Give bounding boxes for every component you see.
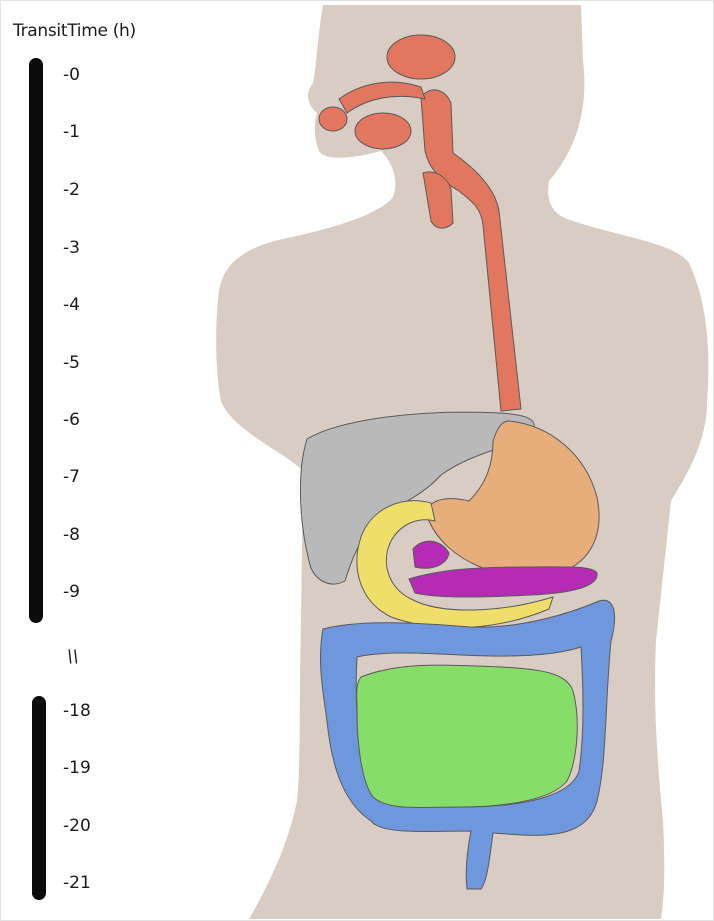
- salivary-gland: [355, 113, 411, 149]
- nasal-cavity: [387, 35, 455, 79]
- mouth: [319, 107, 347, 131]
- small-intestine: [357, 665, 578, 807]
